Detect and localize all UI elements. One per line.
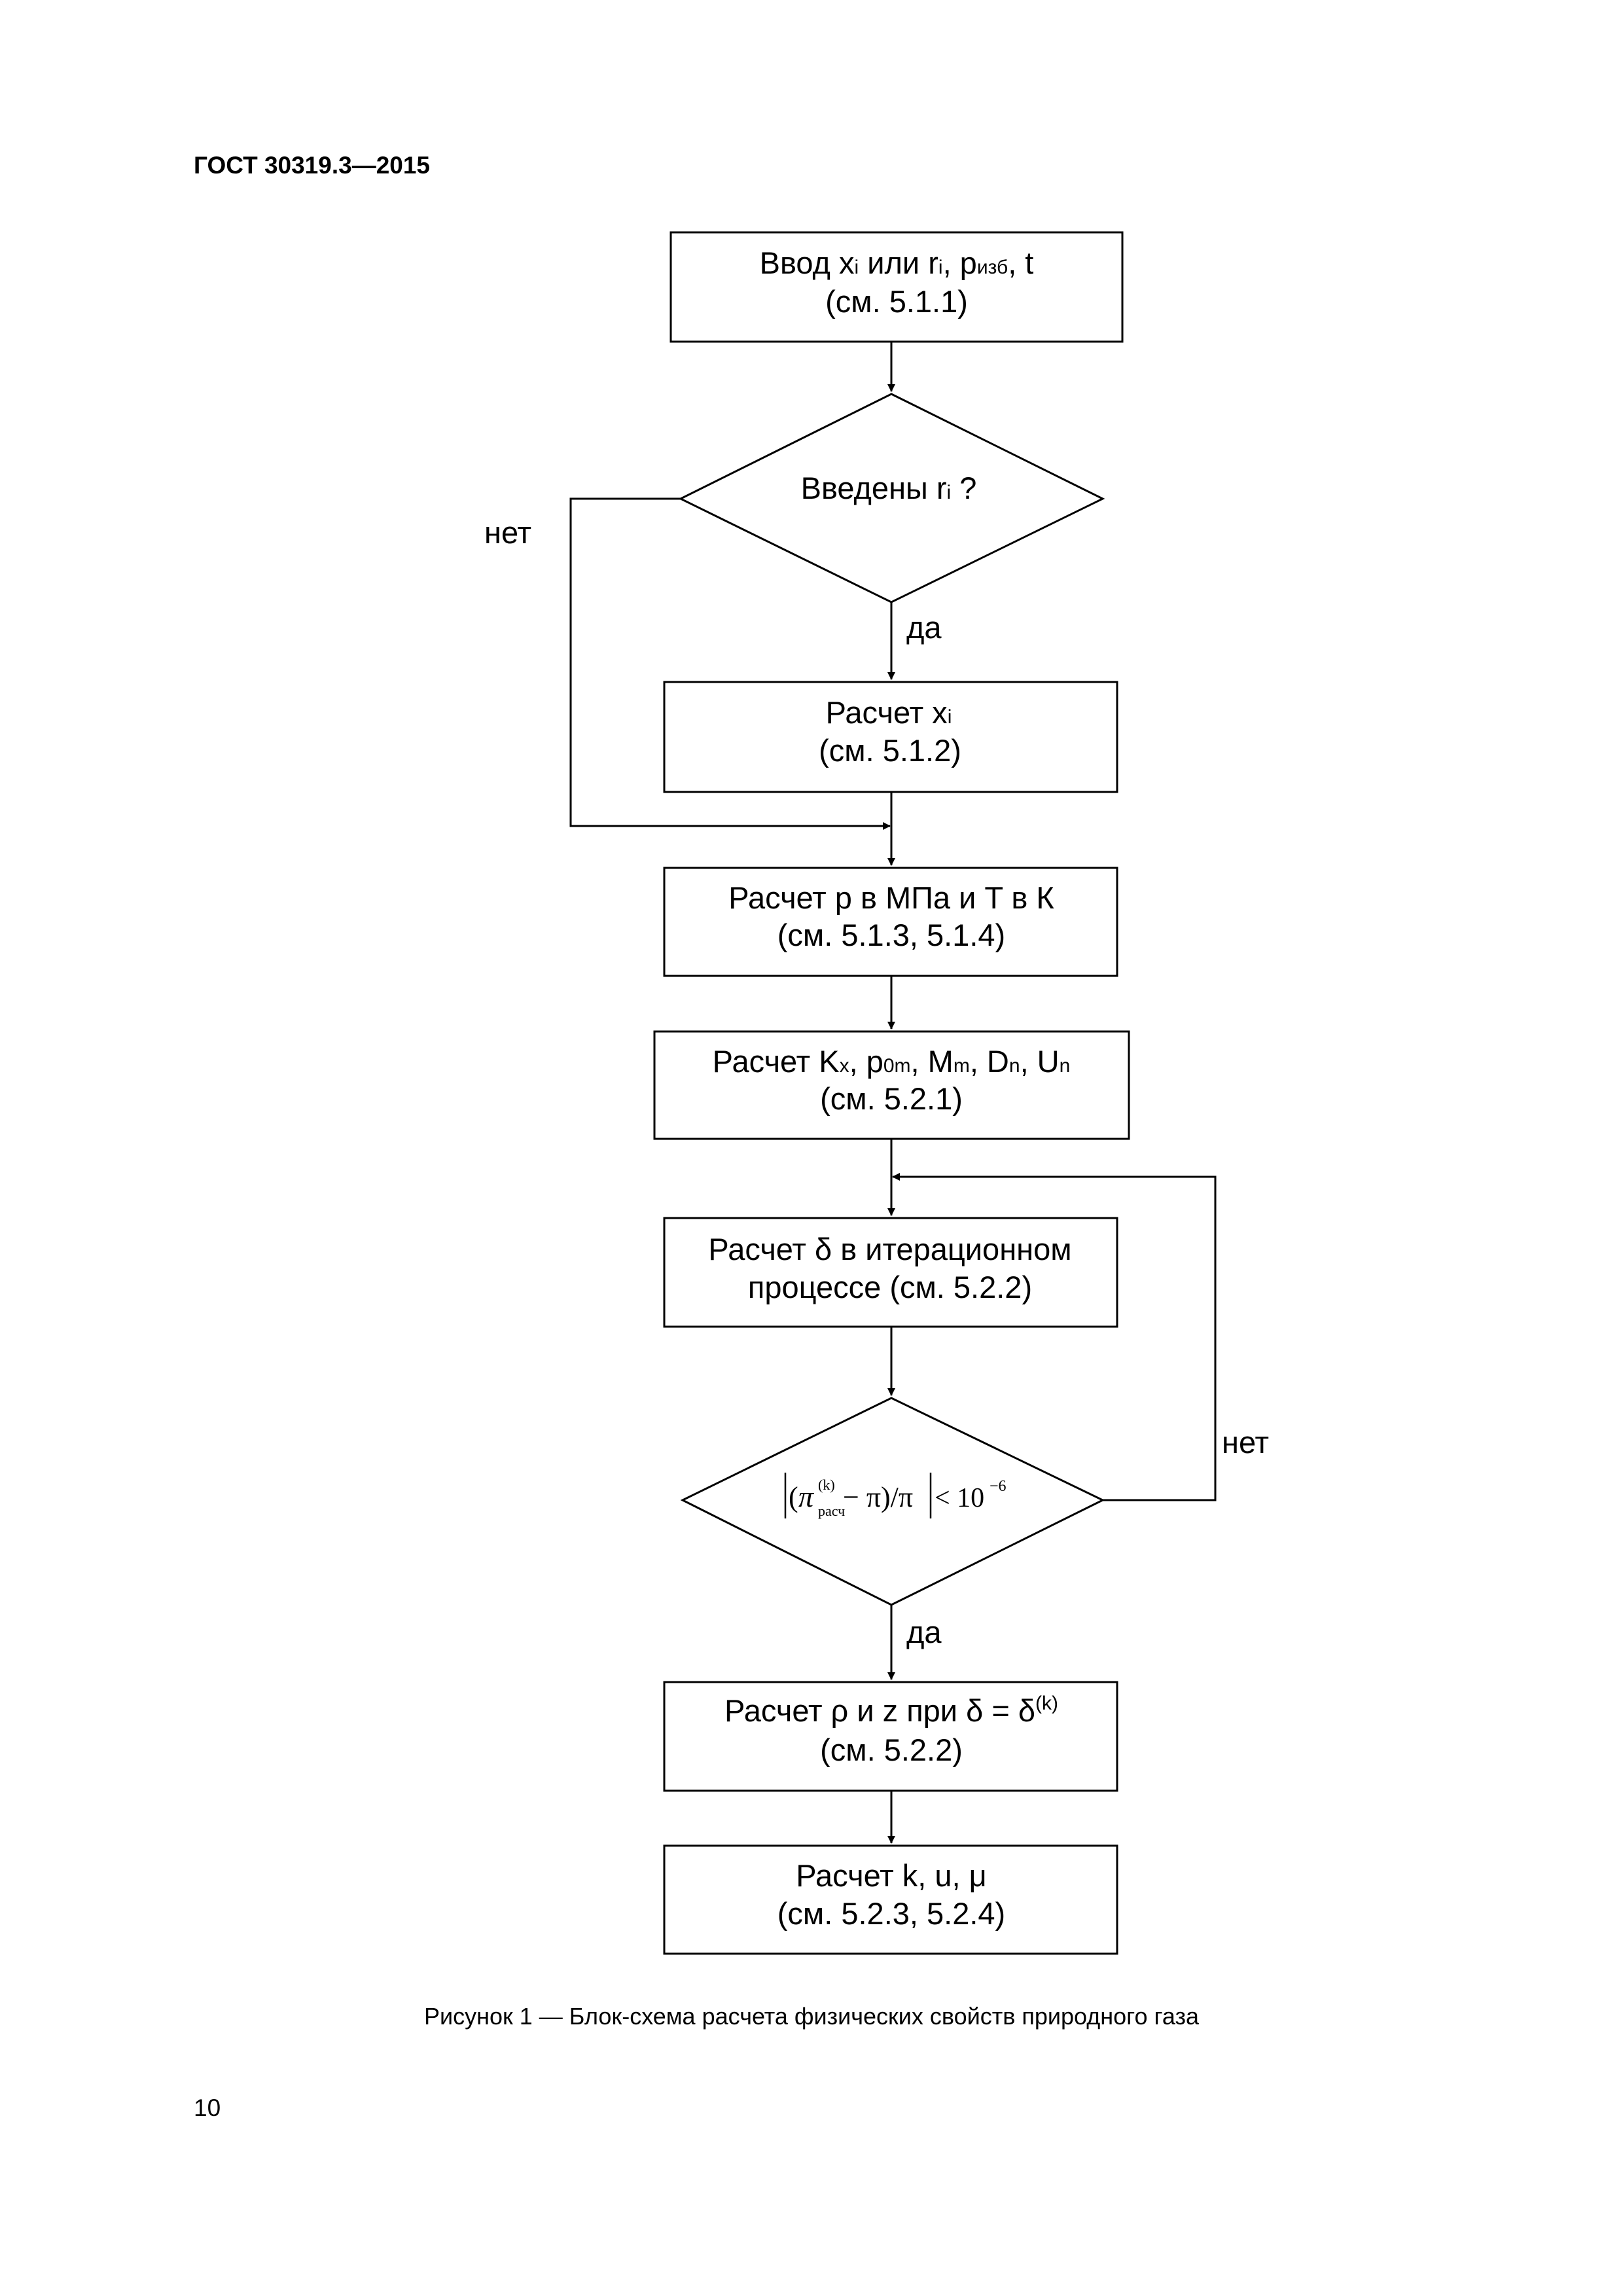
calc-delta-line1: Расчет δ в итерационном [708, 1232, 1071, 1266]
document-header: ГОСТ 30319.3—2015 [194, 152, 431, 179]
yes-label-2: да [906, 1615, 942, 1649]
svg-text:(: ( [789, 1481, 798, 1513]
svg-text:расч: расч [818, 1503, 845, 1519]
input-box-line1: Ввод xi или ri, pизб, t [760, 245, 1034, 280]
calc-kum-line1: Расчет k, u, μ [796, 1858, 987, 1893]
decision-ri-label: Введены ri ? [801, 471, 977, 505]
figure-caption: Рисунок 1 — Блок-схема расчета физически… [424, 2003, 1199, 2030]
input-box-line2: (см. 5.1.1) [825, 284, 968, 319]
input-box [669, 231, 1124, 343]
calc-kx-line2: (см. 5.2.1) [820, 1081, 963, 1116]
svg-text:− π)/π: − π)/π [843, 1481, 913, 1513]
calc-kum-box [663, 1844, 1118, 1955]
page-number: 10 [194, 2094, 221, 2121]
calc-delta-line2: процессе (см. 5.2.2) [748, 1270, 1032, 1304]
svg-text:−6: −6 [990, 1478, 1007, 1495]
svg-text:< 10: < 10 [935, 1483, 984, 1513]
convergence-formula: ( π (k) расч − π)/π < 10 −6 [784, 1473, 1007, 1519]
svg-text:π: π [798, 1480, 815, 1513]
calc-kx-line1: Расчет Kx, p0m, Mm, Dn, Un [713, 1044, 1071, 1079]
calc-rho-line1: Расчет ρ и z при δ = δ(k) [724, 1693, 1058, 1728]
calc-p-t-line1: Расчет p в МПа и T в К [728, 880, 1054, 915]
calc-rho-line2: (см. 5.2.2) [820, 1732, 963, 1767]
yes-label-1: да [906, 610, 942, 645]
calc-xi-line2: (см. 5.1.2) [819, 733, 961, 768]
calc-p-t-line2: (см. 5.1.3, 5.1.4) [777, 918, 1005, 952]
no-label-2: нет [1222, 1425, 1269, 1460]
no-label-1: нет [484, 515, 531, 550]
svg-text:(k): (k) [818, 1477, 835, 1493]
calc-kum-line2: (см. 5.2.3, 5.2.4) [777, 1896, 1005, 1931]
calc-xi-line1: Расчет xi [826, 695, 952, 730]
